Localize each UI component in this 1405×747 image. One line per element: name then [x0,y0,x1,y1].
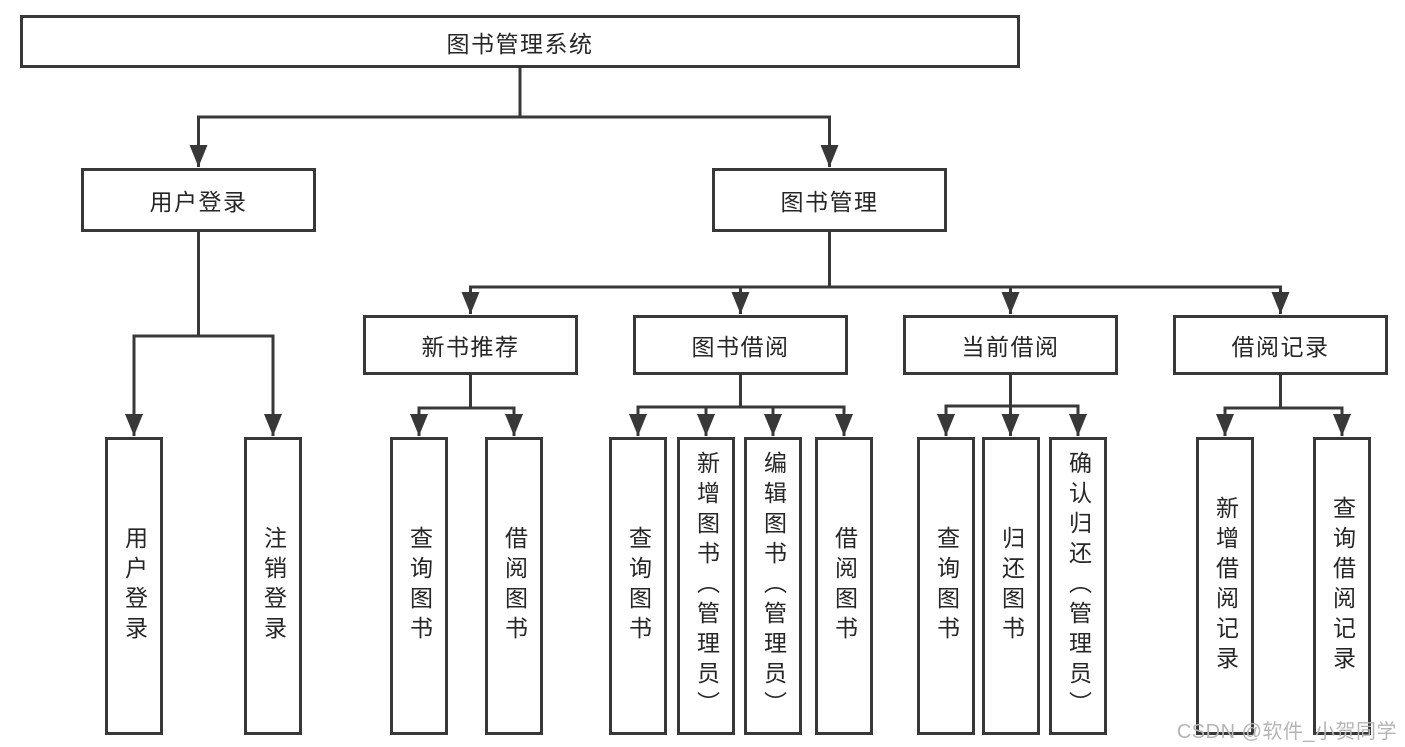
leaf-cb-return-books-label: 归还图书 [998,526,1025,646]
node-book-mgmt-group: 图书管理 [712,168,947,232]
leaf-nbr-borrow-books-label: 借阅图书 [501,526,528,646]
leaf-cb-query-books: 查询图书 [917,437,975,735]
leaf-nbr-borrow-books: 借阅图书 [485,437,543,735]
node-user-login-group: 用户登录 [81,168,316,232]
leaf-bb-edit-books-admin-label: 编辑图书（管理员） [760,451,787,721]
node-new-book-rec: 新书推荐 [363,315,578,375]
leaf-bb-add-books-admin-label: 新增图书（管理员） [693,451,720,721]
leaf-bb-borrow-books-label: 借阅图书 [831,526,858,646]
leaf-bb-borrow-books: 借阅图书 [815,437,873,735]
leaf-logout-login: 注销登录 [244,437,302,735]
node-borrow-record-label: 借阅记录 [1231,334,1330,360]
leaf-nbr-query-books-label: 查询图书 [406,526,433,646]
csdn-watermark: CSDN @软件_小贺同学 [1176,721,1397,743]
leaf-logout-login-label: 注销登录 [260,526,287,646]
leaf-bb-query-books-label: 查询图书 [625,526,652,646]
leaf-user-login: 用户登录 [105,437,163,735]
leaf-nbr-query-books: 查询图书 [390,437,448,735]
node-book-mgmt-label: 图书管理 [780,189,879,215]
node-borrow-record: 借阅记录 [1173,315,1388,375]
leaf-cb-confirm-return-admin: 确认归还（管理员） [1049,437,1107,735]
leaf-cb-query-books-label: 查询图书 [933,526,960,646]
leaf-br-add-record-label: 新增借阅记录 [1212,496,1239,676]
leaf-cb-return-books: 归还图书 [982,437,1040,735]
node-current-borrow: 当前借阅 [903,315,1118,375]
leaf-bb-edit-books-admin: 编辑图书（管理员） [744,437,802,735]
leaf-br-add-record: 新增借阅记录 [1196,437,1254,735]
leaf-br-query-record: 查询借阅记录 [1313,437,1371,735]
node-book-borrow-label: 图书借阅 [691,334,790,360]
leaf-bb-add-books-admin: 新增图书（管理员） [677,437,735,735]
leaf-bb-query-books: 查询图书 [609,437,667,735]
node-user-login-label: 用户登录 [149,189,248,215]
node-book-borrow: 图书借阅 [633,315,848,375]
node-new-book-rec-label: 新书推荐 [421,334,520,360]
node-current-borrow-label: 当前借阅 [961,334,1060,360]
node-root-label: 图书管理系统 [446,30,594,57]
node-root-system: 图书管理系统 [20,15,1020,68]
leaf-cb-confirm-return-admin-label: 确认归还（管理员） [1065,451,1092,721]
leaf-br-query-record-label: 查询借阅记录 [1329,496,1356,676]
leaf-user-login-label: 用户登录 [121,526,148,646]
